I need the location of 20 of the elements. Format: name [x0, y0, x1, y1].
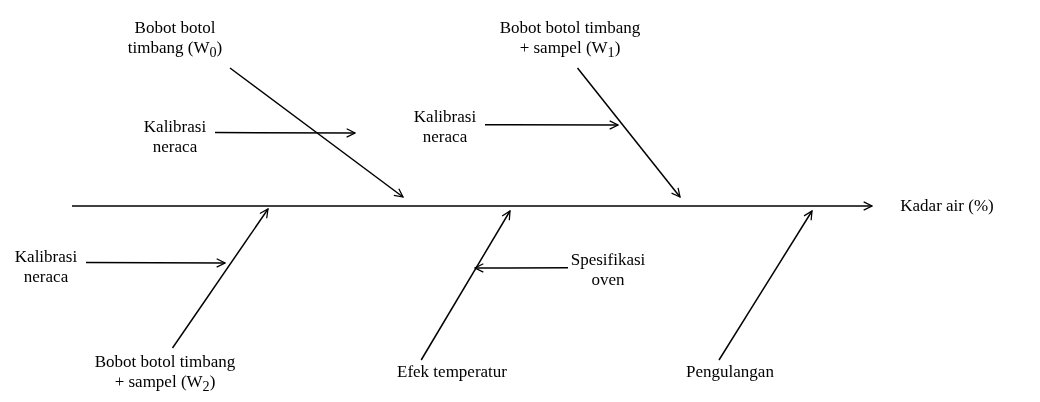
- cause-label: Spesifikasi oven: [569, 250, 647, 290]
- cause-label: Kalibrasi neraca: [142, 117, 208, 157]
- arrow: [214, 128, 356, 138]
- arrow: [420, 210, 511, 361]
- spine-arrow: [71, 201, 873, 211]
- arrow: [474, 263, 569, 273]
- arrow: [718, 210, 813, 361]
- cause-label: Bobot botol timbang (W$_{0}$): [126, 17, 224, 63]
- arrow: [229, 67, 404, 198]
- cause-label: Bobot botol timbang + sampel (W$_{1}$): [498, 17, 642, 63]
- arrow: [484, 120, 619, 130]
- effect-label: Kadar air (%): [900, 196, 994, 216]
- cause-label: Pengulangan: [686, 362, 774, 382]
- cause-label: Kalibrasi neraca: [13, 247, 79, 287]
- cause-label: Kalibrasi neraca: [412, 107, 478, 147]
- arrow: [171, 208, 269, 349]
- cause-label: Efek temperatur: [397, 362, 507, 382]
- arrow: [576, 67, 681, 198]
- cause-label: Bobot botol timbang + sampel (W$_{2}$): [93, 351, 237, 397]
- arrow: [85, 258, 226, 268]
